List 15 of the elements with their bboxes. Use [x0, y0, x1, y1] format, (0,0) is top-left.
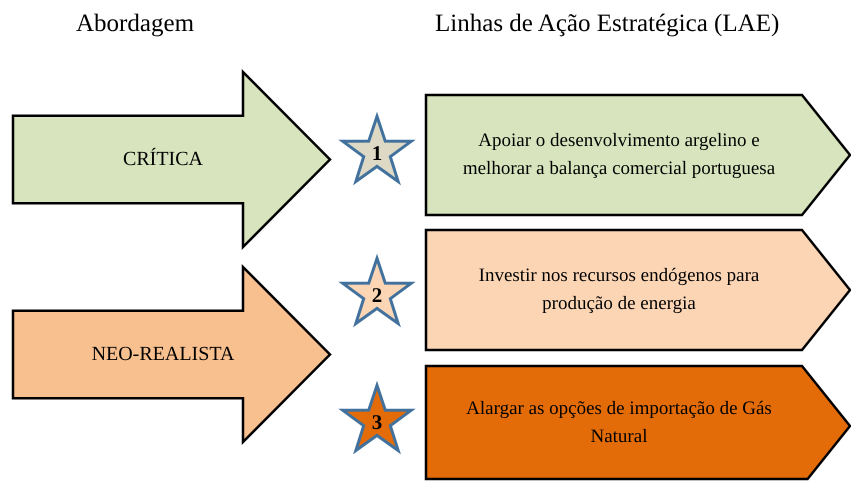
chevron-text: Investir nos recursos endógenos para produção de energia [478, 264, 760, 316]
star-number: 1 [372, 140, 382, 166]
column-heading: Abordagem [76, 10, 194, 38]
star-number: 2 [372, 282, 382, 308]
chevron-text: Alargar as opções de importação de Gás Natural [465, 396, 773, 448]
block-arrow [13, 267, 330, 442]
star-number: 3 [372, 410, 382, 435]
chevron-text: Apoiar o desenvolvimento argelino e melhorar a balança comercial portuguesa [462, 129, 776, 181]
block-arrow [13, 72, 330, 247]
arrow-label: NEO-REALISTA [92, 343, 234, 366]
chevron-box [426, 95, 850, 215]
chevron-box [426, 230, 850, 350]
chevron-box [426, 366, 850, 479]
column-heading: Linhas de Ação Estratégica (LAE) [435, 10, 780, 38]
arrow-label: CRÍTICA [123, 148, 203, 171]
